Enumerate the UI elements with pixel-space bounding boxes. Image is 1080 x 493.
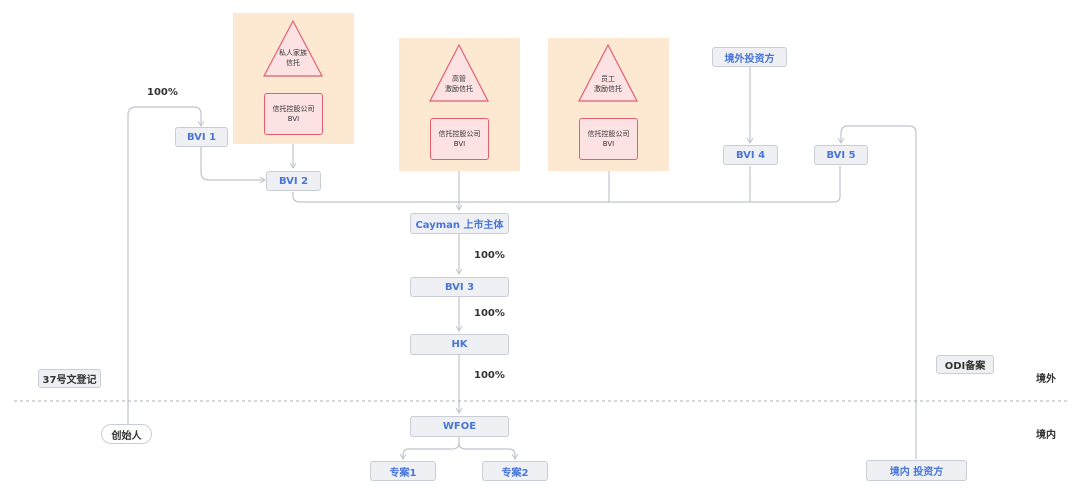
bvi5-node[interactable]: BVI 5 bbox=[814, 145, 868, 165]
family-trust-icon bbox=[263, 19, 323, 77]
connector-wfoe-project1 bbox=[399, 437, 460, 460]
foreign-investor-node[interactable]: 境外投资方 bbox=[712, 47, 787, 67]
executive-trust-label: 高管 激励信托 bbox=[429, 74, 489, 94]
wfoe-node[interactable]: WFOE bbox=[410, 416, 509, 437]
family-trust-label: 私人家族 信托 bbox=[263, 48, 323, 68]
executive-trust-holding-line1: 信托控股公司 bbox=[438, 130, 481, 138]
executive-trust-holding-line2: BVI bbox=[453, 140, 466, 148]
cayman-bvi3-percent: 100% bbox=[474, 250, 505, 261]
bvi4-node[interactable]: BVI 4 bbox=[723, 145, 778, 165]
connector-wfoe-project2 bbox=[458, 442, 519, 460]
employee-trust-holding-box[interactable]: 信托控股公司 BVI bbox=[579, 118, 638, 160]
circular37-registration-node[interactable]: 37号文登记 bbox=[38, 369, 101, 388]
employee-trust-icon bbox=[578, 43, 638, 102]
family-trust-holding-line1: 信托控股公司 bbox=[272, 105, 315, 113]
cayman-listing-entity-node[interactable]: Cayman 上市主体 bbox=[410, 213, 509, 234]
connector-investor-bvi5 bbox=[837, 125, 917, 459]
bvi1-node[interactable]: BVI 1 bbox=[175, 127, 228, 147]
bvi3-hk-percent: 100% bbox=[474, 308, 505, 319]
executive-trust-label-line2: 激励信托 bbox=[445, 85, 473, 93]
project1-node[interactable]: 专案1 bbox=[370, 461, 436, 481]
family-trust-label-line2: 信托 bbox=[286, 59, 300, 67]
domestic-investor-node[interactable]: 境内 投资方 bbox=[866, 460, 967, 481]
family-trust-holding-box[interactable]: 信托控股公司 BVI bbox=[264, 93, 323, 135]
family-trust-label-line1: 私人家族 bbox=[279, 49, 307, 57]
bvi3-node[interactable]: BVI 3 bbox=[410, 277, 509, 297]
employee-trust-holding-line1: 信托控股公司 bbox=[587, 130, 630, 138]
family-trust-holding-line2: BVI bbox=[287, 115, 300, 123]
executive-trust-label-line1: 高管 bbox=[452, 75, 466, 83]
executive-trust-holding-box[interactable]: 信托控股公司 BVI bbox=[430, 118, 489, 160]
connector-bvi1-bvi2 bbox=[200, 147, 266, 184]
founder-bvi1-percent: 100% bbox=[147, 87, 178, 98]
founder-node[interactable]: 创始人 bbox=[101, 424, 152, 444]
executive-trust-icon bbox=[429, 43, 489, 102]
offshore-region-label: 境外 bbox=[1036, 374, 1056, 385]
employee-trust-label: 员工 激励信托 bbox=[578, 74, 638, 94]
hk-wfoe-percent: 100% bbox=[474, 370, 505, 381]
odi-filing-node[interactable]: ODI备案 bbox=[936, 355, 994, 374]
connector-founder-bvi1 bbox=[127, 106, 205, 424]
project2-node[interactable]: 专案2 bbox=[482, 461, 548, 481]
employee-trust-holding-line2: BVI bbox=[602, 140, 615, 148]
bvi2-node[interactable]: BVI 2 bbox=[266, 171, 321, 191]
onshore-region-label: 境内 bbox=[1036, 430, 1056, 441]
employee-trust-label-line2: 激励信托 bbox=[594, 85, 622, 93]
hk-node[interactable]: HK bbox=[410, 334, 509, 355]
connector-bvi2-bus bbox=[292, 166, 841, 203]
employee-trust-label-line1: 员工 bbox=[601, 75, 615, 83]
